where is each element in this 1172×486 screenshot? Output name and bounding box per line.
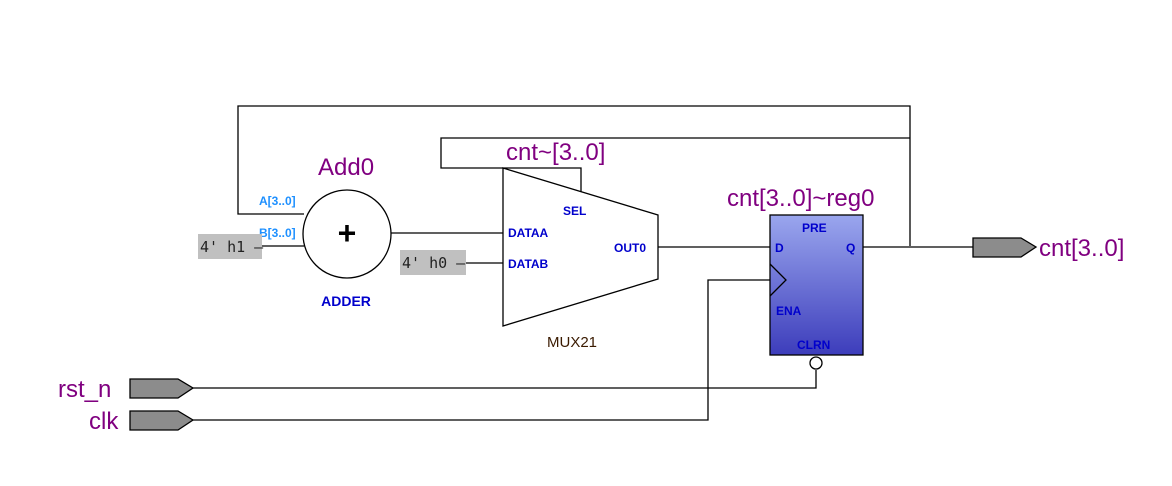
clk-port-label: clk: [89, 408, 119, 435]
mux-trapezoid[interactable]: [502, 167, 659, 327]
mux-dataa-pin: DATAA: [508, 226, 549, 240]
cnt-port-shape[interactable]: [972, 237, 1038, 258]
adder-port-a: A[3..0]: [259, 194, 296, 208]
output-port-cnt[interactable]: cnt[3..0]: [972, 235, 1124, 262]
adder-plus-symbol: +: [338, 215, 357, 251]
mux-block[interactable]: cnt~[3..0] SEL DATAA DATAB OUT0 MUX21: [502, 139, 659, 351]
adder-type-label: ADDER: [321, 293, 371, 309]
const-h0-text: 4' h0 –: [402, 254, 466, 272]
register-clrn-pin: CLRN: [797, 338, 830, 352]
const-h1-bg: [198, 234, 262, 259]
mux-out-pin: OUT0: [614, 241, 646, 255]
adder-instance-name: Add0: [318, 154, 374, 181]
register-body[interactable]: [769, 214, 864, 356]
adder-block[interactable]: Add0 + A[3..0] B[3..0] ADDER: [259, 154, 392, 309]
const-h1: 4' h1 –: [198, 234, 264, 259]
mux-instance-name: cnt~[3..0]: [506, 139, 605, 166]
register-block[interactable]: cnt[3..0]~reg0 D PRE Q ENA CLRN: [727, 185, 874, 370]
const-h0-bg: [400, 250, 466, 275]
rst-n-port-label: rst_n: [58, 376, 111, 403]
feedback-wire-adder: [237, 105, 911, 246]
mux-datab-pin: DATAB: [508, 257, 549, 271]
register-instance-name: cnt[3..0]~reg0: [727, 185, 874, 212]
input-port-clk[interactable]: clk: [89, 408, 195, 435]
const-h0: 4' h0 –: [400, 250, 466, 275]
register-q-pin: Q: [846, 241, 855, 255]
mux-sel-pin: SEL: [563, 204, 586, 218]
wire-rst-to-clrn: [192, 370, 817, 389]
mux-type-label: MUX21: [547, 334, 597, 351]
register-ena-pin: ENA: [776, 304, 802, 318]
cnt-port-label: cnt[3..0]: [1039, 235, 1124, 262]
clrn-inversion-bubble: [809, 356, 823, 370]
adder-circle[interactable]: [302, 189, 392, 279]
clk-port-shape[interactable]: [129, 410, 195, 431]
wire-clk-to-clock: [192, 279, 770, 421]
register-pre-pin: PRE: [802, 221, 827, 235]
feedback-wire-sel: [440, 137, 910, 192]
rst-n-port-shape[interactable]: [129, 378, 195, 399]
input-port-rst-n[interactable]: rst_n: [58, 376, 195, 403]
adder-port-b: B[3..0]: [259, 226, 296, 240]
clock-triangle-icon: [769, 263, 787, 297]
register-d-pin: D: [775, 241, 784, 255]
const-h1-text: 4' h1 –: [200, 238, 264, 256]
wires: [192, 105, 973, 421]
